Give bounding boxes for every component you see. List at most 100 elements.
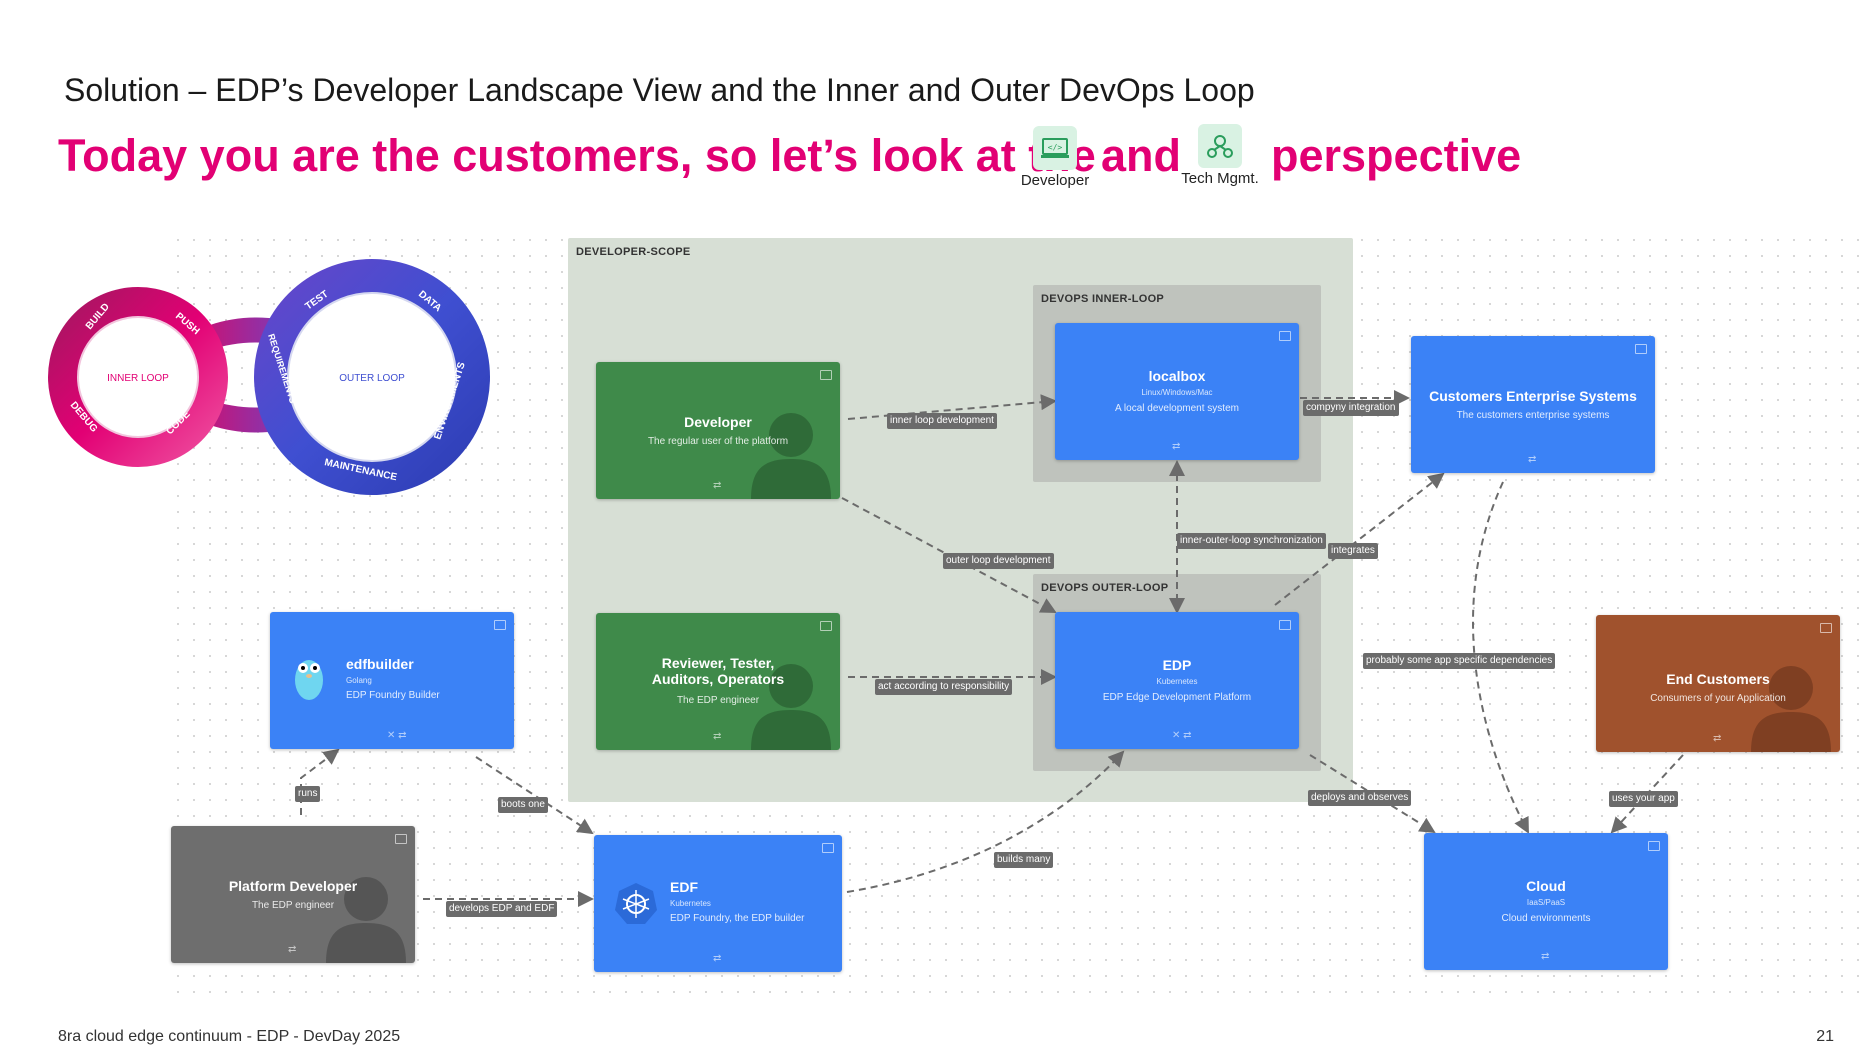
node-edfbuilder-tech: Golang bbox=[346, 676, 372, 685]
expand-icon[interactable] bbox=[1279, 620, 1291, 630]
node-customers-enterprise-title: Customers Enterprise Systems bbox=[1429, 388, 1637, 404]
edge-label-integrates: integrates bbox=[1328, 543, 1378, 559]
link-icon: ⇄ bbox=[713, 480, 722, 491]
link-icon: ⇄ bbox=[1713, 733, 1722, 744]
expand-icon[interactable] bbox=[1648, 841, 1660, 851]
persona-techmgmt: Tech Mgmt. bbox=[1175, 124, 1265, 187]
node-edf[interactable]: EDF Kubernetes EDP Foundry, the EDP buil… bbox=[594, 835, 842, 972]
node-edf-desc: EDP Foundry, the EDP builder bbox=[670, 913, 805, 924]
node-platform-developer-title: Platform Developer bbox=[228, 878, 358, 894]
slide-subtitle: Solution – EDP’s Developer Landscape Vie… bbox=[64, 72, 1255, 108]
node-cloud-tech: IaaS/PaaS bbox=[1526, 898, 1566, 907]
headline-and: and bbox=[1101, 130, 1182, 181]
node-end-customers-title: End Customers bbox=[1666, 671, 1770, 687]
edge-runs bbox=[300, 748, 340, 815]
outer-loop-center bbox=[287, 292, 457, 462]
link-icon: ⇄ bbox=[1528, 454, 1537, 465]
node-edf-tech: Kubernetes bbox=[670, 899, 711, 908]
expand-icon[interactable] bbox=[820, 370, 832, 380]
node-platform-developer-desc: The EDP engineer bbox=[251, 900, 335, 911]
node-reviewer-title: Reviewer, Tester, Auditors, Operators bbox=[651, 655, 785, 687]
tech-mgmt-persona-icon bbox=[1198, 124, 1242, 168]
edge-label-act: act according to responsibility bbox=[875, 679, 1013, 695]
expand-icon[interactable] bbox=[494, 620, 506, 630]
node-platform-developer[interactable]: Platform Developer The EDP engineer ⇄ bbox=[171, 826, 415, 963]
node-customers-enterprise-desc: The customers enterprise systems bbox=[1456, 410, 1610, 421]
node-edp-desc: EDP Edge Development Platform bbox=[1102, 692, 1252, 703]
link-icon: ⇄ bbox=[288, 944, 297, 955]
expand-icon[interactable] bbox=[820, 621, 832, 631]
node-edp[interactable]: EDP Kubernetes EDP Edge Development Plat… bbox=[1055, 612, 1299, 749]
node-cloud-desc: Cloud environments bbox=[1501, 913, 1591, 924]
headline-part1: Today you are the customers, so let’s lo… bbox=[58, 130, 1096, 181]
page-number: 21 bbox=[1816, 1028, 1834, 1045]
person-icon bbox=[326, 877, 406, 963]
node-edp-title: EDP bbox=[1162, 657, 1192, 673]
link-icon: ⇄ bbox=[713, 953, 722, 964]
node-edp-tech: Kubernetes bbox=[1156, 677, 1198, 686]
headline-part2: perspective bbox=[1271, 130, 1522, 181]
node-customers-enterprise[interactable]: Customers Enterprise Systems The custome… bbox=[1411, 336, 1655, 473]
node-reviewer-desc: The EDP engineer bbox=[676, 695, 760, 706]
persona-developer: </> Developer bbox=[1010, 126, 1100, 189]
link-icon: ⇄ bbox=[1541, 951, 1550, 962]
link-icon: ✕ ⇄ bbox=[387, 730, 407, 741]
expand-icon[interactable] bbox=[1820, 623, 1832, 633]
node-localbox-desc: A local development system bbox=[1115, 403, 1239, 414]
edge-label-inner-loop-dev: inner loop development bbox=[887, 413, 997, 429]
expand-icon[interactable] bbox=[1279, 331, 1291, 341]
expand-icon[interactable] bbox=[822, 843, 834, 853]
node-edfbuilder[interactable]: edfbuilder Golang EDP Foundry Builder ✕ … bbox=[270, 612, 514, 749]
link-icon: ✕ ⇄ bbox=[1172, 730, 1192, 741]
developer-scope-title: DEVELOPER-SCOPE bbox=[576, 246, 691, 258]
node-developer-desc: The regular user of the platform bbox=[647, 436, 789, 447]
edge-inner-loop-dev bbox=[847, 394, 1057, 420]
node-cloud[interactable]: Cloud IaaS/PaaS Cloud environments ⇄ bbox=[1424, 833, 1668, 970]
node-edfbuilder-title: edfbuilder bbox=[346, 656, 414, 672]
kubernetes-icon bbox=[615, 883, 657, 924]
inner-loop-center bbox=[77, 316, 199, 438]
node-edfbuilder-desc: EDP Foundry Builder bbox=[346, 690, 440, 701]
edge-probably bbox=[1472, 481, 1529, 834]
node-localbox-title: localbox bbox=[1148, 368, 1206, 384]
edge-label-develops: develops EDP and EDF bbox=[446, 901, 558, 917]
edge-label-builds-many: builds many bbox=[994, 852, 1054, 868]
node-reviewer[interactable]: Reviewer, Tester, Auditors, Operators Th… bbox=[596, 613, 840, 750]
node-localbox-tech: Linux/Windows/Mac bbox=[1141, 388, 1213, 397]
outer-loop-label: OUTER LOOP bbox=[339, 373, 405, 384]
edge-label-deploys: deploys and observes bbox=[1308, 790, 1412, 806]
expand-icon[interactable] bbox=[1635, 344, 1647, 354]
link-icon: ⇄ bbox=[1172, 441, 1181, 452]
person-icon bbox=[751, 413, 831, 499]
gopher-icon bbox=[295, 660, 323, 700]
edge-label-company-integration: compyny integration bbox=[1303, 400, 1399, 416]
link-icon: ⇄ bbox=[713, 731, 722, 742]
node-end-customers-desc: Consumers of your Application bbox=[1650, 693, 1786, 704]
person-icon bbox=[1751, 666, 1831, 752]
edge-label-runs: runs bbox=[295, 786, 321, 802]
node-localbox[interactable]: localbox Linux/Windows/Mac A local devel… bbox=[1055, 323, 1299, 460]
persona-techmgmt-label: Tech Mgmt. bbox=[1181, 170, 1259, 187]
edge-label-boots-one: boots one bbox=[498, 797, 548, 813]
edge-label-sync: inner-outer-loop synchronization bbox=[1177, 533, 1326, 549]
edge-label-outer-loop-dev: outer loop development bbox=[943, 553, 1054, 569]
edge-builds-many bbox=[846, 750, 1125, 893]
inner-loop-scope-title: DEVOPS INNER-LOOP bbox=[1041, 293, 1165, 305]
node-edf-title: EDF bbox=[670, 879, 698, 895]
persona-developer-label: Developer bbox=[1020, 172, 1090, 189]
outer-loop-scope-title: DEVOPS OUTER-LOOP bbox=[1041, 582, 1169, 594]
slide-footer: 8ra cloud edge continuum - EDP - DevDay … bbox=[58, 1028, 401, 1045]
developer-persona-icon: </> bbox=[1033, 126, 1077, 170]
node-developer-title: Developer bbox=[684, 414, 752, 430]
node-cloud-title: Cloud bbox=[1526, 878, 1566, 894]
inner-loop-label: INNER LOOP bbox=[107, 373, 169, 384]
svg-text:</>: </> bbox=[1048, 143, 1063, 152]
devops-loop-graphic: INNER LOOP OUTER LOOP BUILD PUSH CODE DE… bbox=[48, 259, 490, 495]
edge-label-probably: probably some app specific dependencies bbox=[1363, 653, 1556, 669]
edge-boots-one bbox=[475, 756, 594, 835]
expand-icon[interactable] bbox=[395, 834, 407, 844]
node-developer[interactable]: Developer The regular user of the platfo… bbox=[596, 362, 840, 499]
node-end-customers[interactable]: End Customers Consumers of your Applicat… bbox=[1596, 615, 1840, 752]
edge-label-uses-app: uses your app bbox=[1609, 791, 1678, 807]
